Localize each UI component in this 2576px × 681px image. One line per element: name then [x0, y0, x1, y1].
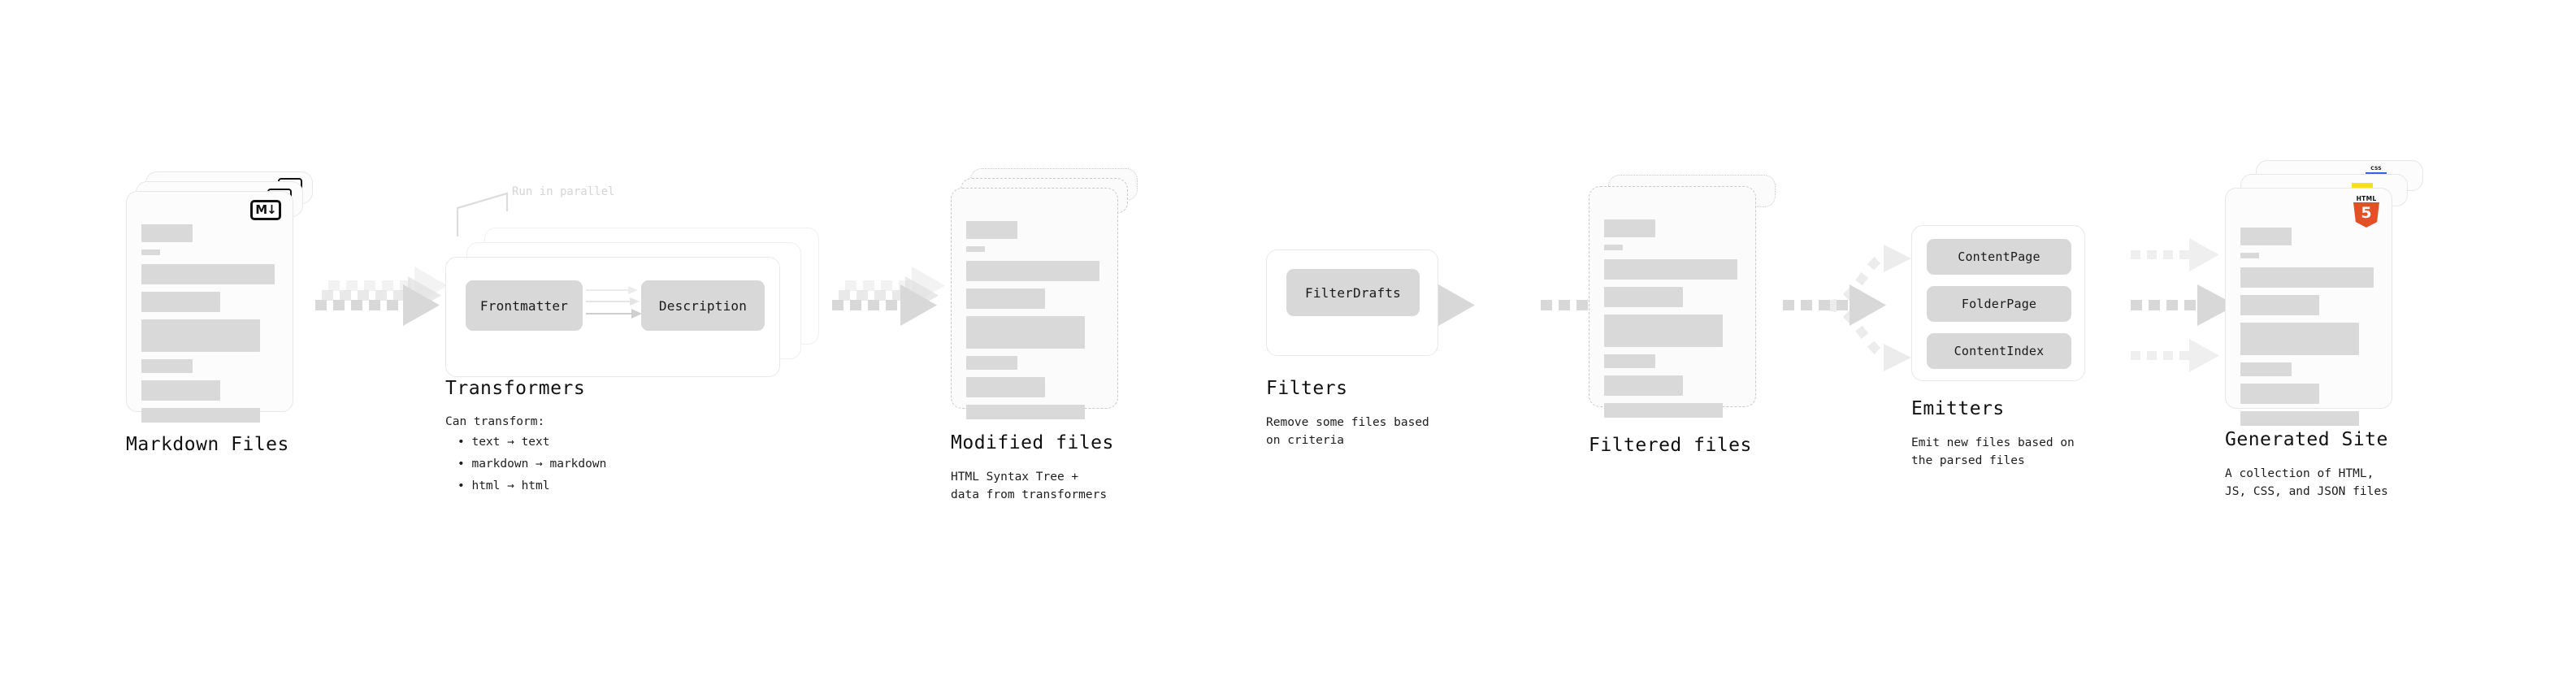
- emitters-subtitle: Emit new files based on the parsed files: [1911, 436, 2075, 468]
- transformer-internal-arrows: [586, 286, 642, 319]
- transformer-panel-front: Frontmatter Description: [445, 257, 780, 377]
- document-placeholder-bars: [141, 224, 278, 430]
- arrow-emitters-to-generated: [2131, 238, 2236, 372]
- transformers-bullet-text: • text → text: [458, 436, 550, 449]
- transformer-chip-description[interactable]: Description: [641, 280, 765, 331]
- stage-filtered-files: [1589, 175, 1776, 419]
- markdown-card-front: M↓: [126, 191, 293, 423]
- transformers-bullet-markdown: • markdown → markdown: [458, 458, 607, 471]
- modified-subtitle: HTML Syntax Tree + data from transformer…: [951, 471, 1108, 502]
- emitter-chip-contentindex[interactable]: ContentIndex: [1927, 333, 2071, 369]
- filtered-card-front: [1589, 186, 1756, 418]
- stage-title-filtered: Filtered files: [1589, 435, 1752, 456]
- stage-modified-files: [951, 168, 1138, 419]
- filters-panel: FilterDrafts: [1266, 249, 1438, 356]
- transformers-bullet-html: • html → html: [458, 479, 550, 492]
- transformers-subtitle: Can transform:: [445, 415, 545, 428]
- document-placeholder-bars: [966, 221, 1103, 427]
- document-placeholder-bars: [2240, 228, 2377, 433]
- stage-title-emitters: Emitters: [1911, 398, 2005, 419]
- filters-subtitle: Remove some files based on criteria: [1266, 416, 1429, 448]
- arrow-markdown-to-transformers: [315, 267, 448, 326]
- stage-generated-site: HTML: [2225, 160, 2423, 426]
- arrow-transformers-to-modified: [832, 267, 945, 326]
- stage-title-markdown: Markdown Files: [126, 434, 289, 455]
- html5-shield: [2353, 202, 2379, 228]
- stage-title-generated: Generated Site: [2225, 429, 2388, 450]
- html5-badge: HTML: [2353, 195, 2380, 228]
- document-placeholder-bars: [1604, 219, 1741, 425]
- html5-badge-label: HTML: [2356, 195, 2377, 202]
- markdown-badge: M↓: [250, 200, 281, 220]
- filter-chip-filterdrafts[interactable]: FilterDrafts: [1286, 269, 1420, 316]
- run-in-parallel-label: Run in parallel: [512, 185, 615, 198]
- generated-card-html: HTML: [2225, 188, 2392, 426]
- stage-title-transformers: Transformers: [445, 378, 586, 399]
- emitters-panel: ContentPage FolderPage ContentIndex: [1911, 225, 2085, 381]
- emitter-chip-contentpage[interactable]: ContentPage: [1927, 239, 2071, 275]
- emitter-chip-folderpage[interactable]: FolderPage: [1927, 286, 2071, 322]
- generated-subtitle: A collection of HTML, JS, CSS, and JSON …: [2225, 467, 2388, 499]
- modified-card-front: [951, 188, 1118, 419]
- arrow-filtered-to-emitters: [1783, 245, 1911, 371]
- stage-title-filters: Filters: [1266, 378, 1348, 399]
- stage-title-modified: Modified files: [951, 432, 1114, 453]
- transformer-chip-frontmatter[interactable]: Frontmatter: [466, 280, 583, 331]
- stage-markdown-files: M↓ M↓ M↓: [126, 171, 313, 423]
